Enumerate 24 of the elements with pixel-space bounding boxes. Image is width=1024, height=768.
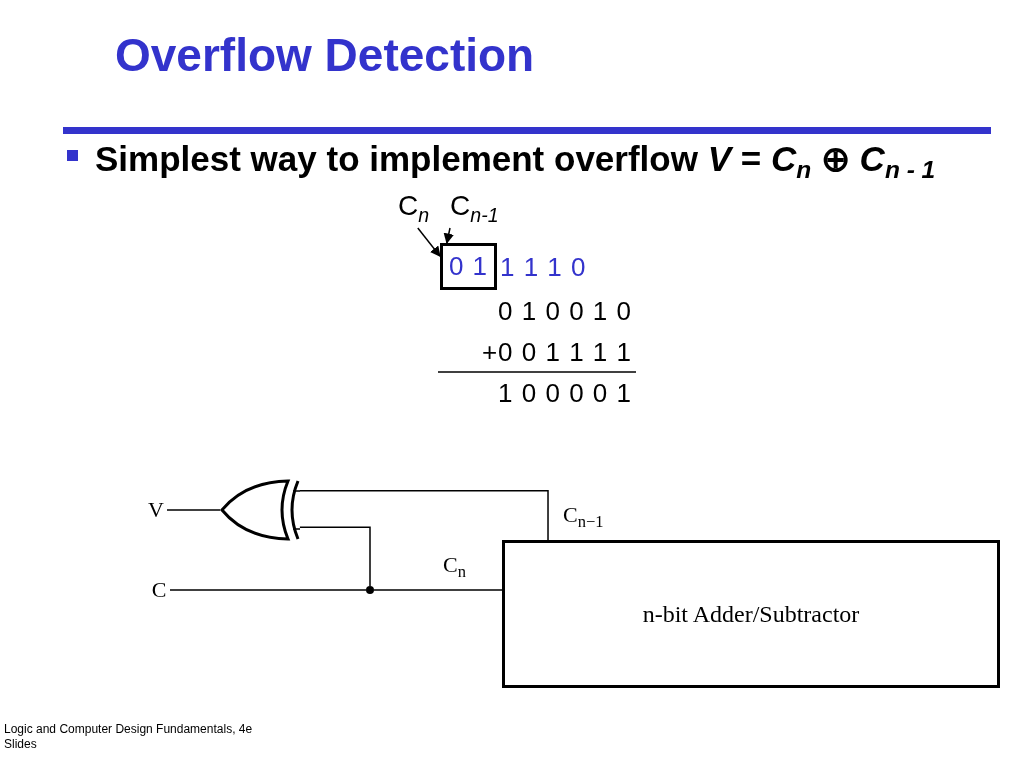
wire: [373, 589, 503, 591]
footer-text: Slides: [4, 737, 37, 751]
carry-label: C$_{n-1}$: [450, 190, 499, 222]
pin-label: C$_{n}$: [443, 552, 466, 578]
wire: [166, 509, 221, 511]
wire: [299, 490, 549, 541]
bullet-text: Simplest way to implement overflow V = C$_{n}$ ⊕ C$_{n - 1}$: [95, 138, 937, 182]
adder-block: n-bit Adder/Subtractor: [502, 540, 1000, 688]
wire: [169, 589, 367, 591]
pin-label: C$_{n−1}$: [563, 502, 604, 528]
junction-dot: [366, 586, 374, 594]
arrow: [443, 227, 454, 245]
binary-row-text: 1 0 0 0 0 1: [497, 378, 632, 409]
footer-text: Logic and Computer Design Fundamentals, 4e: [4, 722, 253, 736]
highlight-box: 0 1: [440, 243, 497, 290]
arrow: [417, 227, 441, 257]
carry-digits: 1 1 1 0: [500, 252, 587, 283]
carry-label: C$_{n}$: [398, 190, 430, 222]
terminal-label: C: [148, 577, 170, 603]
binary-row-text: +0 0 1 1 1 1: [480, 337, 632, 368]
binary-row-text: 0 1 0 0 1 0: [497, 296, 632, 327]
slide-title: Overflow Detection: [115, 28, 535, 82]
wire: [299, 526, 371, 587]
terminal-label: V: [145, 497, 167, 523]
